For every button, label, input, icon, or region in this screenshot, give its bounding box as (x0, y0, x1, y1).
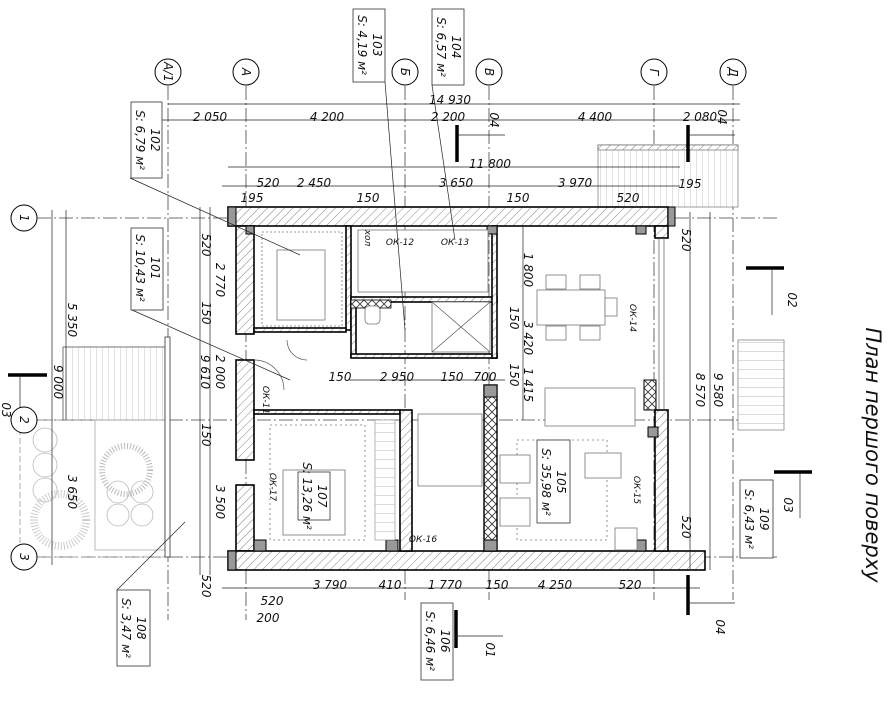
dimension-text: 3 500 (213, 485, 227, 520)
leader-lines (116, 81, 456, 591)
dimension-text: 4 200 (310, 110, 345, 124)
dimension-text: 200 (257, 611, 280, 625)
axis-label: В (482, 68, 496, 76)
room-area: S: 3,47 м² (119, 598, 133, 658)
dimension-text: 3 420 (521, 321, 535, 356)
room-tag: хол (362, 229, 372, 247)
opening-label: ОК-15 (631, 476, 641, 504)
dimension-text: 2 000 (213, 355, 227, 390)
axis-label: 3 (17, 553, 31, 561)
dimension-text: 9 610 (198, 355, 212, 390)
room-area: S: 6,43 м² (742, 489, 756, 549)
dimension-text: 150 (199, 302, 213, 325)
opening-label: ОК-13 (441, 238, 469, 248)
dimension-text: 1 415 (521, 368, 535, 402)
dimension-text: 150 (507, 307, 521, 330)
dimension-text: 150 (441, 370, 464, 384)
dimension-text: 150 (486, 578, 509, 592)
axis-bubbles (10, 58, 747, 571)
room-area: S: 13,26 м² (300, 462, 314, 530)
dimension-text: 3 650 (65, 475, 79, 510)
room-number: 108 (134, 617, 148, 640)
dimension-text: 14 930 (429, 93, 471, 107)
axis-label: Г (647, 69, 661, 77)
dimension-text: 2 950 (380, 370, 415, 384)
room-area: S: 35,98 м² (539, 448, 553, 516)
room-number: 107 (315, 485, 329, 508)
opening-label: ОК-17 (267, 473, 277, 501)
opening-label: ОК-14 (627, 304, 637, 332)
dimension-text: 3 650 (439, 176, 474, 190)
dimension-text: 520 (257, 176, 280, 190)
section-label: 03 (0, 402, 13, 417)
dimension-text: 150 (329, 370, 352, 384)
section-label: 04 (715, 109, 729, 124)
dimension-text: 4 400 (578, 110, 613, 124)
dimension-text: 520 (261, 594, 284, 608)
section-label: 03 (781, 497, 795, 512)
room-number: 105 (554, 471, 568, 494)
dimension-text: 2 200 (431, 110, 466, 124)
dimension-text: 1 800 (521, 253, 535, 288)
axis-label: 2 (17, 416, 31, 424)
dimension-text: 2 770 (213, 263, 227, 298)
dimension-text: 520 (199, 234, 213, 257)
axis-label: А (239, 67, 253, 76)
room-number: 109 (757, 508, 771, 531)
section-label: 04 (487, 112, 501, 127)
opening-label: ОК-12 (386, 238, 414, 248)
section-label: 02 (785, 292, 799, 307)
dimension-text: 150 (199, 424, 213, 447)
dimension-text: 150 (507, 364, 521, 387)
axis-label: А/1 (161, 61, 175, 82)
room-number: 103 (370, 34, 384, 57)
dimension-text: 150 (357, 191, 380, 205)
room-number: 104 (449, 36, 463, 59)
section-label: 01 (483, 642, 497, 657)
axis-label: Д (726, 66, 740, 76)
section-label: 04 (713, 619, 727, 634)
dimension-text: 2 450 (297, 176, 332, 190)
dimension-text: 9 000 (51, 365, 65, 400)
room-area: S: 10,43 м² (133, 234, 147, 302)
axis-label: 1 (17, 214, 31, 222)
dimension-text: 1 770 (428, 578, 463, 592)
dimension-text: 4 250 (538, 578, 573, 592)
opening-label: ОК-11 (260, 386, 270, 414)
dimension-text: 520 (199, 575, 213, 598)
outdoor-areas (19, 144, 785, 558)
dimension-text: 5 350 (65, 303, 79, 338)
dimension-text: 9 580 (711, 373, 725, 408)
drawing-title: План першого поверху (861, 327, 885, 583)
room-number: 102 (148, 129, 162, 152)
dimension-text: 3 790 (313, 578, 348, 592)
room-number: 101 (148, 257, 162, 280)
dimension-text: 520 (679, 229, 693, 252)
dimension-text: 3 970 (558, 176, 593, 190)
axis-label: Б (398, 68, 412, 76)
dimension-text: 195 (241, 191, 264, 205)
dimension-text: 410 (379, 578, 402, 592)
dimension-text: 700 (474, 370, 497, 384)
dimension-text: 520 (679, 516, 693, 539)
dimension-text: 520 (617, 191, 640, 205)
dimension-text: 150 (507, 191, 530, 205)
room-area: S: 4,19 м² (355, 15, 369, 75)
dimension-lines (51, 103, 740, 589)
dimension-text: 520 (619, 578, 642, 592)
dimension-text: 2 080 (683, 110, 718, 124)
section-marks (8, 125, 812, 648)
room-number: 106 (438, 630, 452, 653)
opening-label: ОК-16 (409, 535, 437, 545)
room-area: S: 6,57 м² (434, 17, 448, 77)
dimension-text: 195 (679, 177, 702, 191)
room-area: S: 6,79 м² (133, 110, 147, 170)
room-tag-boxes (116, 8, 774, 681)
dimension-text: 8 570 (693, 373, 707, 408)
dimension-text: 2 050 (193, 110, 228, 124)
dimension-text: 11 800 (469, 157, 511, 171)
room-area: S: 6,46 м² (423, 611, 437, 671)
